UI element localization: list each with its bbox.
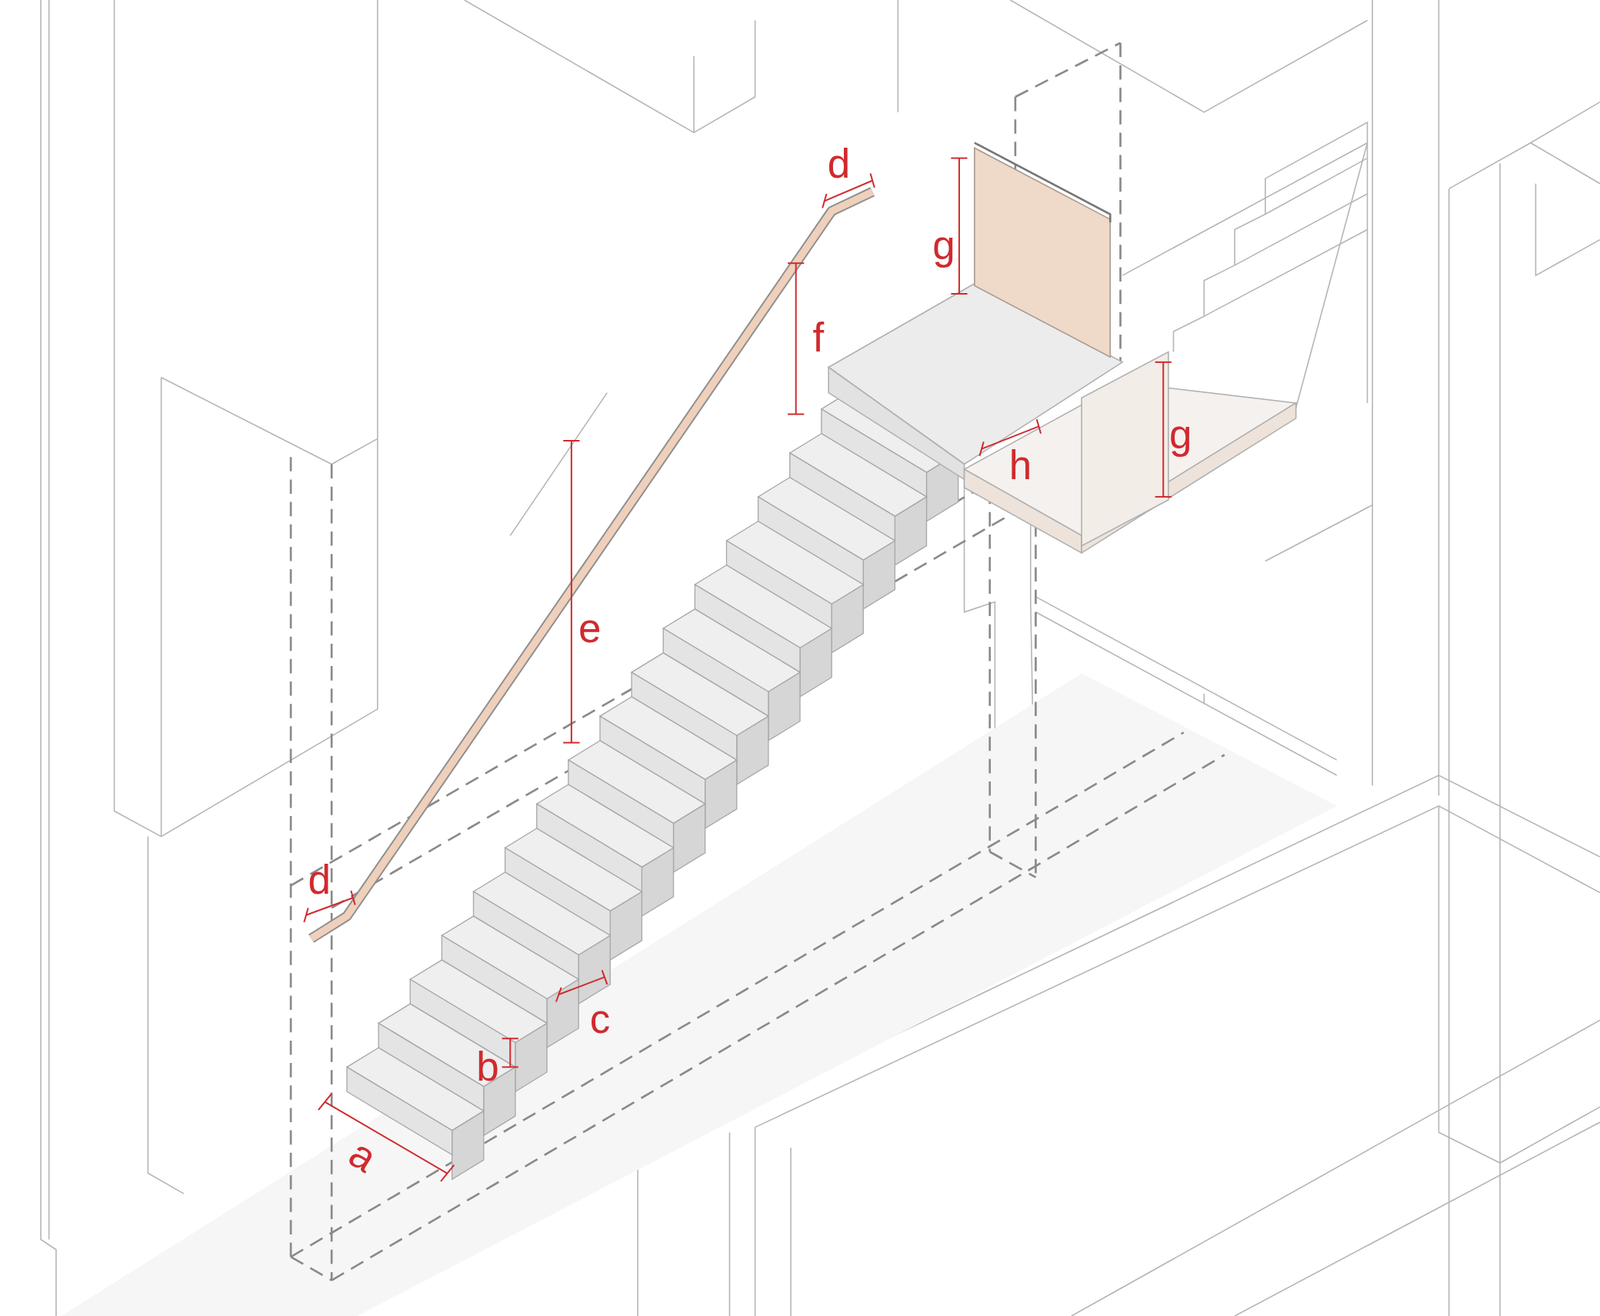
dimension-label: f: [813, 316, 825, 357]
dimension-label: g: [1169, 413, 1192, 454]
dimension-label: e: [578, 606, 601, 648]
dimension-label: c: [590, 997, 611, 1039]
dimension-label: h: [1009, 443, 1032, 485]
dimension-label: d: [827, 143, 850, 184]
dimension-label: g: [932, 224, 955, 266]
dimension-label: b: [476, 1046, 499, 1087]
dimension-label: d: [307, 859, 330, 900]
